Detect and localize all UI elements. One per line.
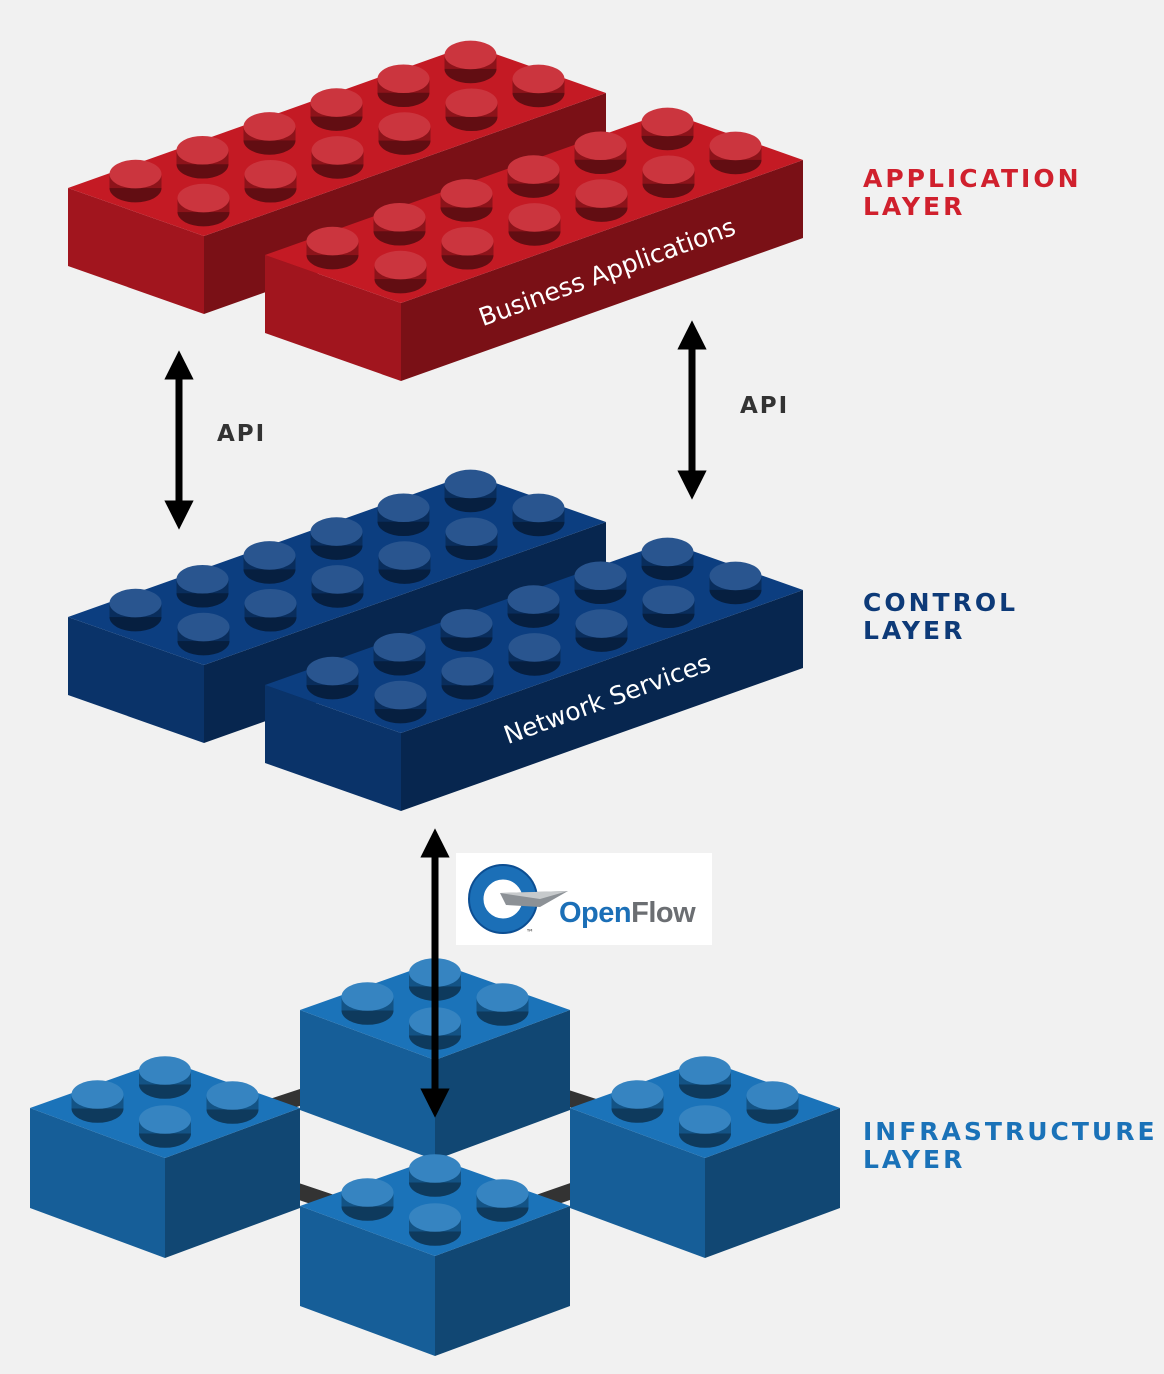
brick-stud [440, 179, 493, 222]
openflow-logo-icon: ™ [468, 864, 568, 937]
brick-stud [374, 680, 427, 724]
api-label-left: API [217, 421, 267, 447]
brick-stud [310, 517, 363, 560]
brick-stud [476, 1179, 529, 1222]
openflow-logo: ™ OpenFlow [456, 853, 712, 945]
application-brick-back-front-face [68, 188, 204, 314]
brick-stud [71, 1080, 124, 1123]
brick-stud [611, 1080, 664, 1123]
brick-stud [378, 112, 431, 155]
brick-stud [306, 656, 359, 700]
brick-stud [575, 609, 628, 652]
brick-stud [109, 588, 162, 632]
brick-stud [709, 561, 762, 605]
brick-stud [374, 250, 427, 294]
brick-stud [176, 564, 229, 608]
brick-stud [341, 1178, 394, 1221]
brick-stud [507, 585, 560, 628]
infrastructure-brick-bottom [300, 1154, 570, 1356]
application-brick-front-front-face [265, 255, 401, 381]
control-label-line1: CONTROL [863, 588, 1019, 617]
api-arrows [164, 320, 707, 1118]
control-brick-front-front-face [265, 685, 401, 811]
control-bricks [68, 469, 803, 811]
brick-stud [177, 183, 230, 227]
brick-stud [139, 1056, 191, 1099]
application-brick-front-side-face [401, 160, 803, 381]
brick-stud [508, 633, 561, 676]
openflow-wordmark: OpenFlow [559, 897, 696, 930]
brick-stud [641, 107, 694, 151]
brick-stud [512, 493, 565, 537]
brick-stud [507, 155, 560, 198]
brick-stud [445, 517, 498, 561]
application-brick-front [265, 107, 803, 381]
infrastructure-layer-label: INFRASTRUCTURE LAYER [863, 1118, 1158, 1174]
brick-stud [641, 537, 694, 581]
infrastructure-label-line1: INFRASTRUCTURE [863, 1117, 1158, 1146]
openflow-trademark: ™ [526, 928, 534, 937]
brick-stud [574, 131, 627, 175]
brick-stud [444, 469, 497, 513]
brick-stud [444, 40, 497, 84]
brick-stud [512, 64, 565, 108]
brick-stud [139, 1105, 191, 1148]
brick-stud [243, 541, 296, 584]
brick-stud [441, 656, 494, 700]
infrastructure-brick-right [570, 1056, 840, 1258]
brick-stud [508, 203, 561, 246]
infrastructure-brick-left [30, 1056, 300, 1258]
control-layer-label: CONTROL LAYER [863, 589, 1018, 645]
brick-stud [642, 155, 695, 199]
brick-stud [377, 493, 430, 537]
openflow-word-open: Open [559, 897, 632, 929]
application-label-line2: LAYER [863, 192, 966, 221]
brick-stud [642, 585, 695, 629]
brick-stud [377, 64, 430, 108]
brick-stud [373, 202, 426, 246]
openflow-word-flow: Flow [631, 897, 696, 929]
brick-stud [575, 179, 628, 222]
application-bricks [68, 40, 803, 381]
brick-stud [306, 226, 359, 270]
brick-stud [206, 1081, 259, 1124]
application-layer-label: APPLICATION LAYER [863, 165, 1082, 221]
brick-stud [679, 1105, 731, 1148]
brick-stud [709, 131, 762, 175]
api-label-right: API [740, 393, 790, 419]
control-brick-front [265, 537, 803, 811]
brick-stud [310, 88, 363, 131]
control-brick-front-side-face [401, 590, 803, 811]
brick-stud [311, 136, 364, 179]
brick-stud [341, 982, 394, 1025]
brick-stud [476, 983, 529, 1026]
brick-stud [679, 1056, 731, 1099]
brick-stud [378, 541, 431, 584]
brick-stud [373, 632, 426, 676]
brick-stud [109, 159, 162, 203]
application-label-line1: APPLICATION [863, 164, 1082, 193]
brick-stud [574, 561, 627, 605]
brick-stud [243, 112, 296, 155]
brick-stud [311, 565, 364, 608]
brick-stud [746, 1081, 799, 1124]
brick-stud [244, 588, 297, 632]
brick-stud [177, 612, 230, 656]
brick-stud [440, 609, 493, 652]
brick-stud [409, 1203, 461, 1246]
brick-stud [445, 88, 498, 132]
brick-stud [409, 1154, 461, 1197]
infrastructure-label-line2: LAYER [863, 1145, 966, 1174]
brick-stud [244, 159, 297, 203]
brick-stud [176, 135, 229, 179]
control-brick-back-front-face [68, 617, 204, 743]
control-label-line2: LAYER [863, 616, 966, 645]
brick-stud [441, 226, 494, 270]
